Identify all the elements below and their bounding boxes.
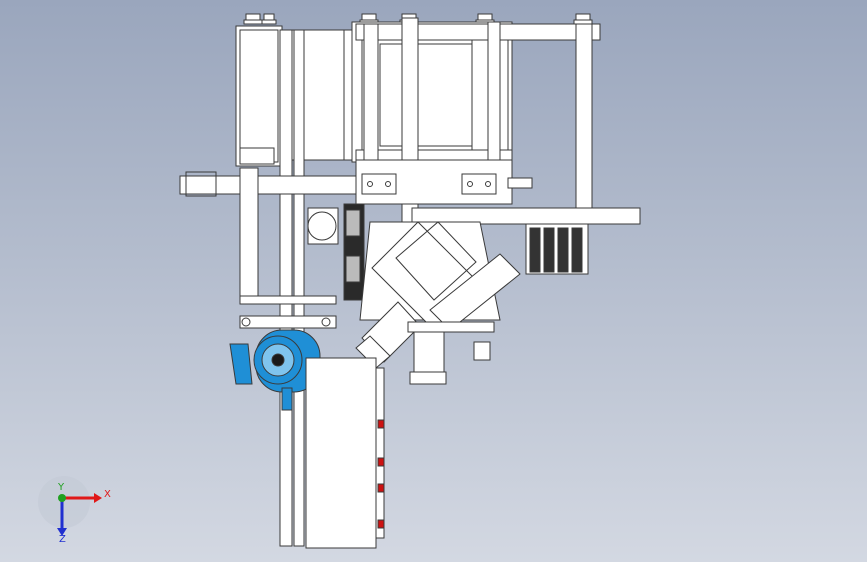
angled-chute	[355, 221, 521, 385]
right-hopper	[351, 21, 513, 163]
control-cabinet	[305, 357, 385, 549]
right-frame-post	[575, 23, 593, 209]
cylinder-bank	[525, 223, 589, 275]
axis-triad[interactable]: X Y Z	[38, 476, 111, 545]
top-frame-bar	[355, 23, 601, 41]
z-axis-label: Z	[59, 534, 66, 545]
z-axis-arrowhead	[57, 528, 67, 536]
motor	[229, 315, 337, 411]
x-axis-arrowhead	[94, 493, 102, 503]
x-axis-label: X	[104, 489, 111, 500]
y-axis-label: Y	[57, 482, 65, 493]
triad-background	[38, 476, 90, 528]
mid-body	[179, 159, 533, 305]
y-axis-dot	[58, 494, 66, 502]
drive-gears	[307, 203, 365, 301]
